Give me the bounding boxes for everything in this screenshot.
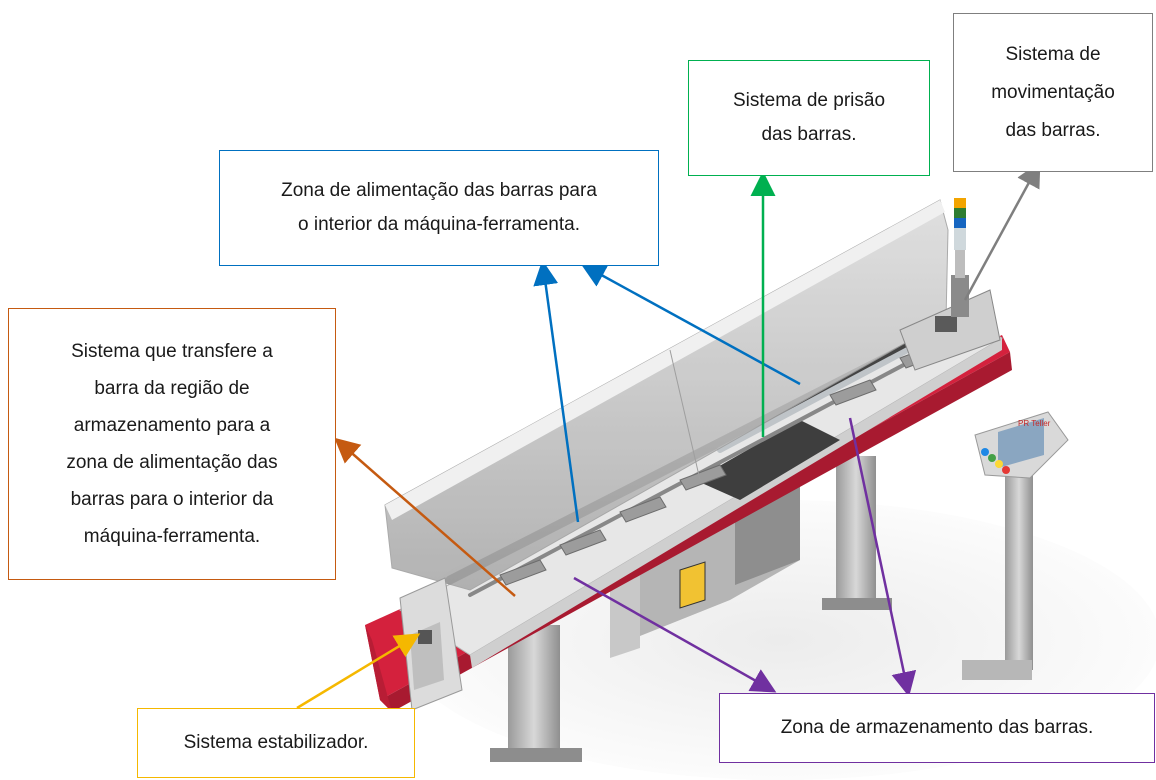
callout-clamping-system: Sistema de prisão das barras. xyxy=(688,60,930,176)
callout-movement-system: Sistema de movimentação das barras. xyxy=(953,13,1153,172)
arrow-feeding-left xyxy=(533,260,580,523)
callout-transfer-system: Sistema que transfere a barra da região … xyxy=(8,308,336,580)
callout-movement-system-text: Sistema de movimentação das barras. xyxy=(991,43,1115,141)
arrow-movement xyxy=(963,161,1041,301)
callout-transfer-system-text: Sistema que transfere a barra da região … xyxy=(66,341,278,547)
callout-arrows xyxy=(296,161,1041,710)
arrow-stabilizer xyxy=(296,633,421,710)
callout-clamping-system-text: Sistema de prisão das barras. xyxy=(732,90,886,145)
support-legs xyxy=(490,456,892,762)
callout-stabilizer: Sistema estabilizador. xyxy=(137,708,415,778)
panel-brand: PR Teller xyxy=(1018,419,1051,428)
clamp-bed xyxy=(695,420,840,500)
arrow-storage-left xyxy=(573,576,777,693)
callout-feeding-zone-text: Zona de alimentação das barras para o in… xyxy=(281,180,597,235)
arrow-transfer xyxy=(334,437,516,597)
control-panel: PR Teller xyxy=(962,411,1069,680)
callout-storage-zone-text: Zona de armazenamento das barras. xyxy=(780,717,1094,738)
callout-storage-zone: Zona de armazenamento das barras. xyxy=(719,693,1155,763)
arrow-storage-right xyxy=(848,417,917,697)
callout-feeding-zone: Zona de alimentação das barras para o in… xyxy=(219,150,659,266)
callout-stabilizer-text: Sistema estabilizador. xyxy=(183,732,369,753)
signal-tower xyxy=(951,198,969,317)
